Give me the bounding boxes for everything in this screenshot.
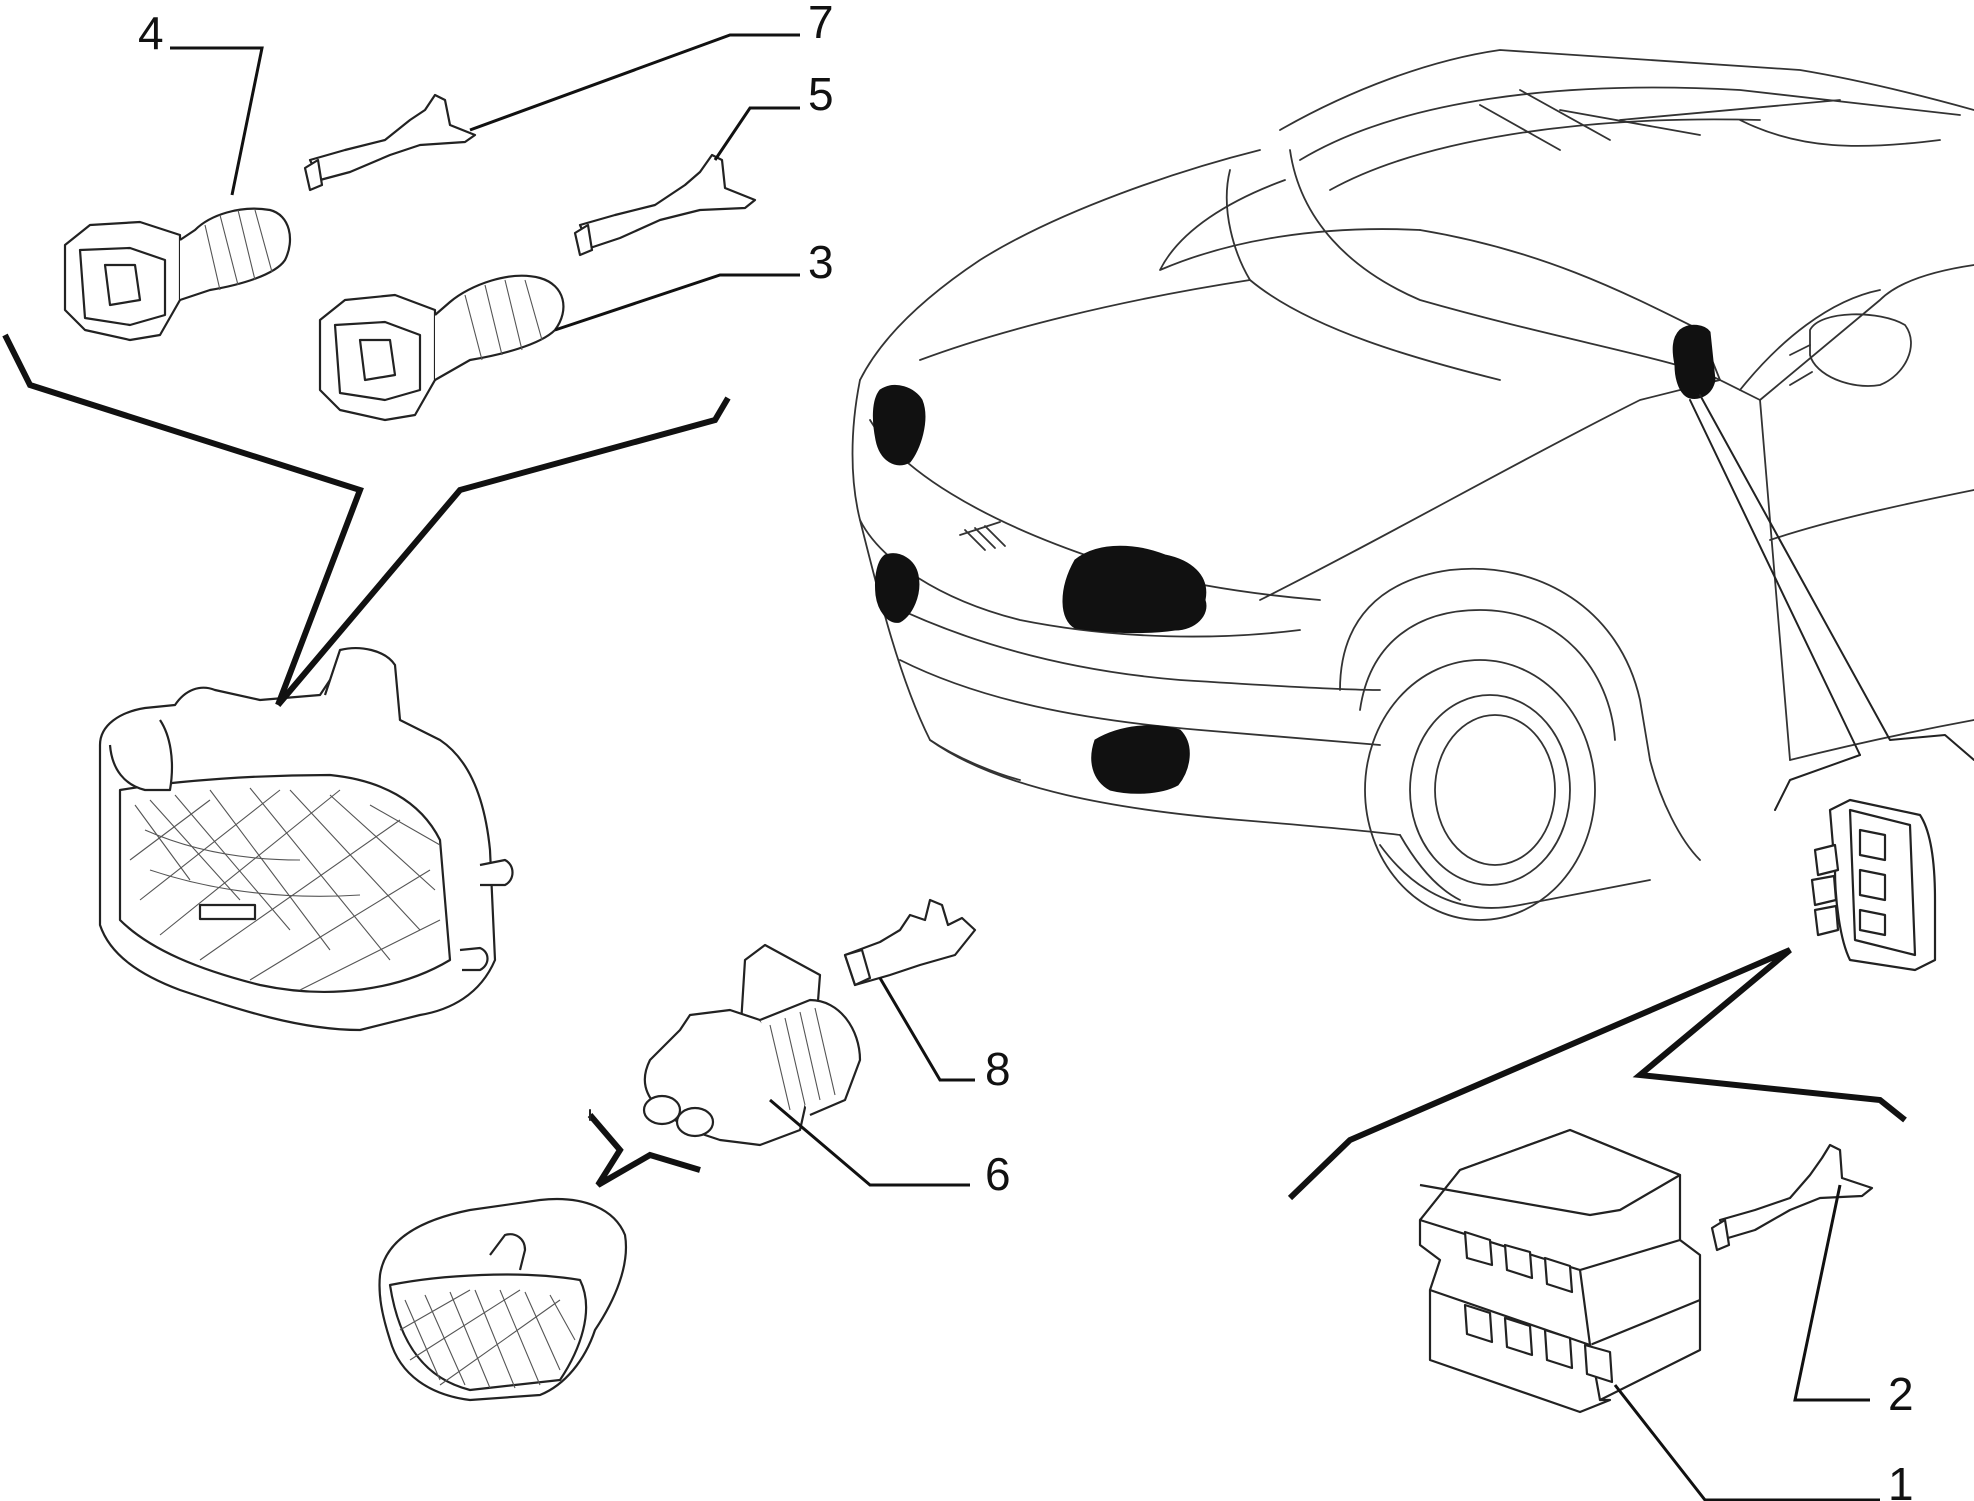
callout-number-2: 2 [1888,1368,1914,1420]
headlamp-assembly [98,647,514,1032]
connector-part-4 [63,207,292,342]
terminal-part-2 [1710,1143,1874,1252]
fog-lamp-assembly [378,1198,627,1402]
connector-part-6 [642,943,862,1147]
callout-number-5: 5 [808,68,834,120]
callout-number-6: 6 [985,1148,1011,1200]
terminal-part-5 [573,153,757,257]
callout-number-1: 1 [1888,1458,1914,1501]
terminal-part-8 [843,898,977,987]
callout-number-4: 4 [138,7,164,59]
door-connector-block [1810,798,1937,972]
connector-part-3 [318,274,565,422]
car-front-illustration [851,49,1974,921]
location-pointer-lines [2,333,1974,1201]
multi-pin-connector-block [1418,1128,1702,1414]
callout-number-8: 8 [985,1043,1011,1095]
terminal-part-7 [303,93,477,192]
callout-number-3: 3 [808,236,834,288]
callout-number-7: 7 [808,0,834,48]
callout-leader-lines [170,33,1880,1501]
